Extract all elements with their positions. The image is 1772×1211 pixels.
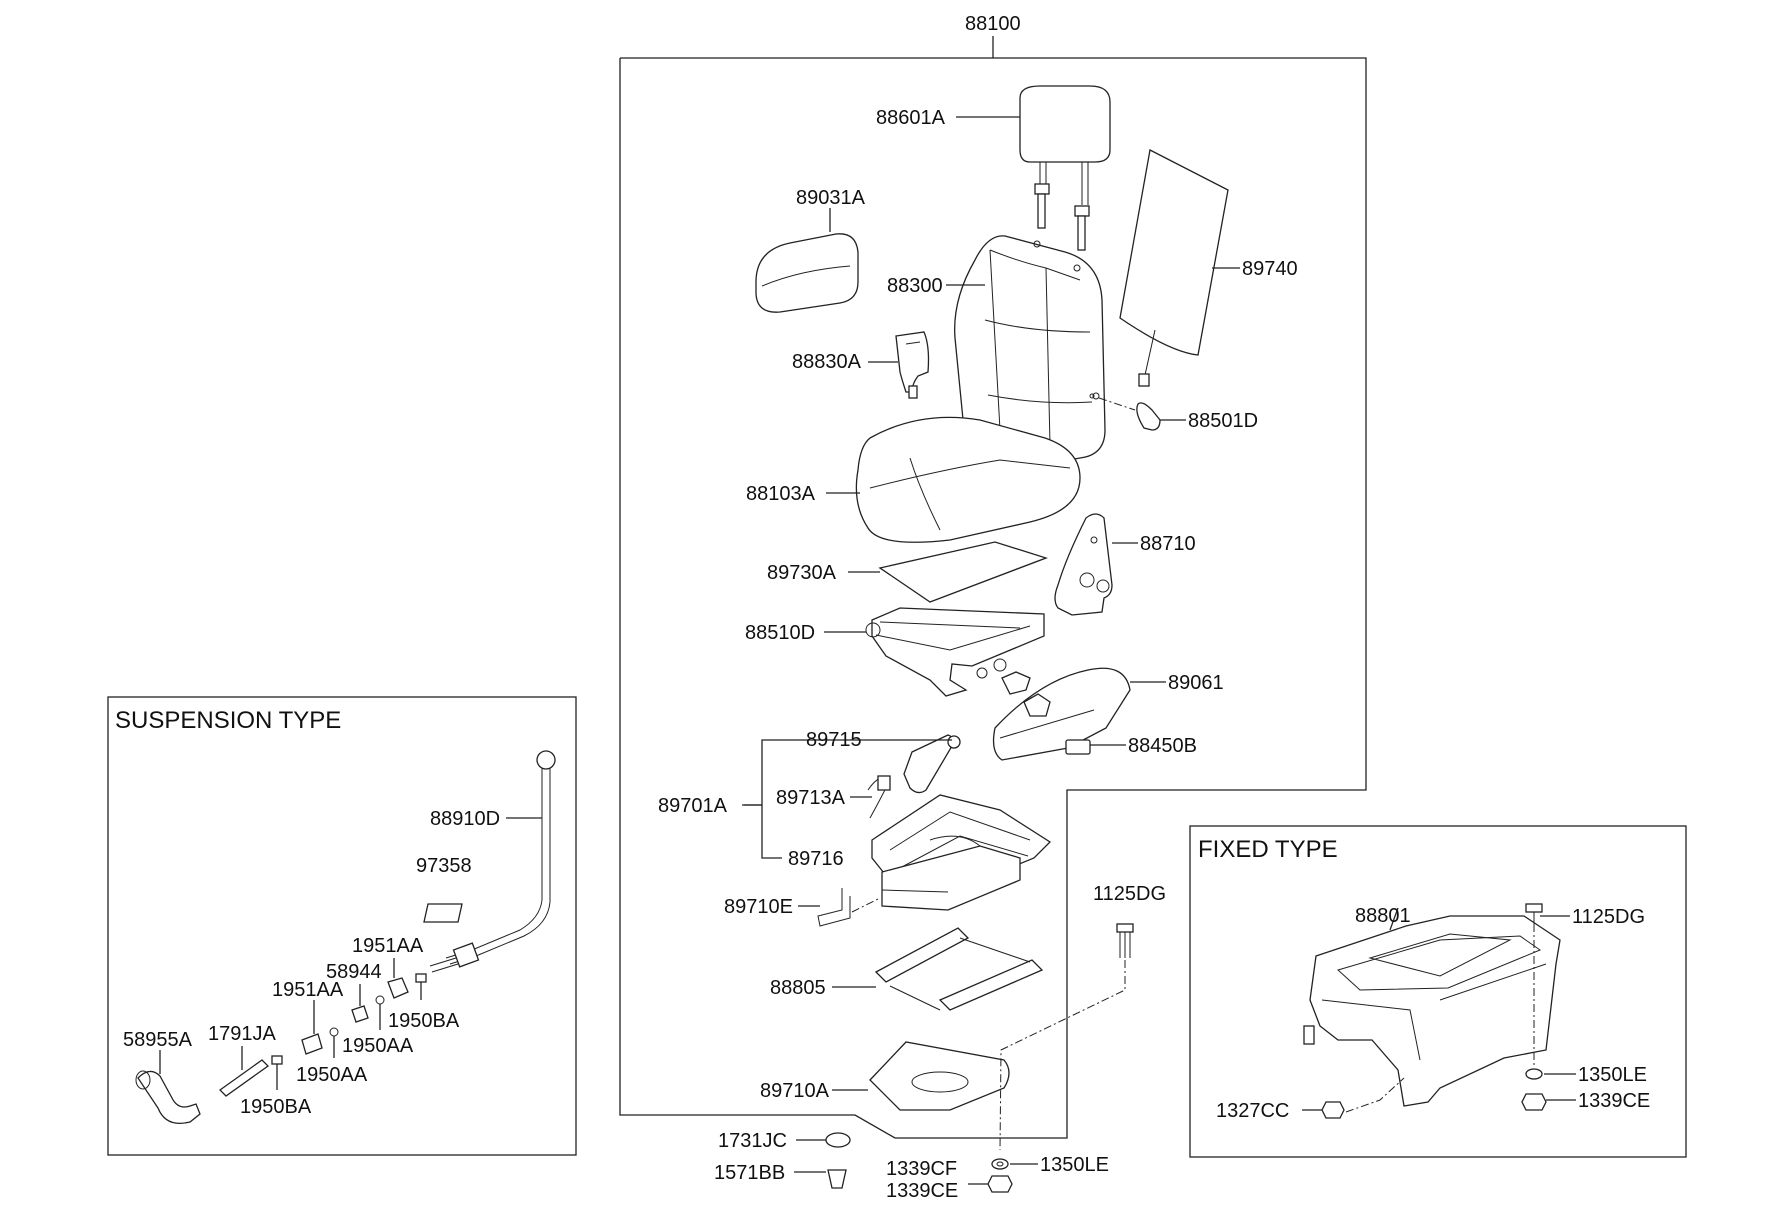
part-label-1125DG-fixed: 1125DG (1572, 906, 1645, 928)
mounting-plate-drawing (869, 1041, 1010, 1111)
part-label-88910D: 88910D (430, 808, 500, 830)
part-label-89710A: 89710A (760, 1080, 830, 1102)
part-label-88501D: 88501D (1188, 410, 1258, 432)
part-label-88450B: 88450B (1128, 735, 1197, 757)
elbow-58955A-drawing (135, 1070, 201, 1125)
fitting-58944-drawing (351, 1005, 369, 1023)
part-label-1571BB: 1571BB (714, 1162, 785, 1184)
nut-fixed-drawing (1521, 1093, 1547, 1111)
part-label-58944: 58944 (326, 961, 382, 983)
part-label-97358: 97358 (416, 855, 472, 877)
part-label-88300: 88300 (887, 275, 943, 297)
tube-1791JA-drawing (218, 1059, 270, 1097)
part-label-89031A: 89031A (796, 187, 866, 209)
section-title-fixed: FIXED TYPE (1198, 836, 1338, 863)
seat-cushion-drawing (855, 416, 1081, 543)
label-plate-drawing (423, 903, 463, 923)
seatbelt-buckle-drawing (895, 331, 930, 399)
cap-drawing (1065, 739, 1091, 755)
side-shield-drawing (992, 667, 1131, 761)
part-label-1731JC: 1731JC (718, 1130, 787, 1152)
washer-1350LE-drawing (991, 1158, 1009, 1170)
back-board-drawing (1119, 149, 1229, 387)
fitting-1950BA-upper-drawing (415, 973, 427, 983)
part-label-1339CE-fixed: 1339CE (1578, 1090, 1650, 1112)
washer-fixed-drawing (1525, 1068, 1543, 1080)
fitting-1950BA-lower-drawing (271, 1055, 283, 1065)
fixed-base-drawing (1303, 915, 1561, 1113)
part-label-58955A: 58955A (123, 1029, 193, 1051)
part-label-89715: 89715 (806, 729, 862, 751)
part-label-88830A: 88830A (792, 351, 862, 373)
plug-1571BB-drawing (827, 1169, 847, 1189)
part-label-1950BA-lower: 1950BA (240, 1096, 312, 1118)
part-label-89740: 89740 (1242, 258, 1298, 280)
part-label-1339CF: 1339CF (886, 1158, 957, 1180)
cable-drawing (867, 775, 891, 819)
bolt-fixed-drawing (1525, 903, 1543, 930)
seatback-drawing (954, 235, 1106, 473)
clip-bracket-drawing (817, 888, 881, 927)
part-label-88510D: 88510D (745, 622, 815, 644)
main-assembly-frame (619, 36, 1367, 1139)
part-label-88801: 88801 (1355, 905, 1411, 927)
armrest-drawing (755, 233, 859, 313)
recliner-lever-drawing (1092, 392, 1161, 431)
part-label-89713A: 89713A (776, 787, 846, 809)
part-label-88103A: 88103A (746, 483, 816, 505)
part-label-1350LE-main: 1350LE (1040, 1154, 1109, 1176)
part-label-89701A: 89701A (658, 795, 728, 817)
part-label-88601A: 88601A (876, 107, 946, 129)
part-label-1791JA: 1791JA (208, 1023, 276, 1045)
part-label-1950BA-upper: 1950BA (388, 1010, 460, 1032)
nut-1339CE-drawing (987, 1175, 1013, 1193)
nut-1327CC-drawing (1321, 1101, 1345, 1119)
section-title-suspension: SUSPENSION TYPE (115, 707, 341, 734)
suspension-type-panel (107, 696, 577, 1156)
gas-spring-drawing (903, 734, 961, 794)
fitting-1951AA-lower-drawing (301, 1033, 323, 1055)
grommet-1731JC-drawing (825, 1132, 851, 1148)
part-label-1125DG-main: 1125DG (1093, 883, 1166, 905)
part-label-1339CE-main: 1339CE (886, 1180, 958, 1202)
part-label-89730A: 89730A (767, 562, 837, 584)
part-label-89716: 89716 (788, 848, 844, 870)
cushion-frame-drawing (865, 607, 1045, 697)
bottom-lower-frame-drawing (881, 845, 1021, 911)
part-label-88100: 88100 (965, 13, 1021, 35)
part-label-88710: 88710 (1140, 533, 1196, 555)
part-label-1327CC: 1327CC (1216, 1100, 1289, 1122)
oring-1950AA-upper-drawing (375, 995, 385, 1005)
part-label-1951AA-lower: 1951AA (272, 979, 344, 1001)
headrest-drawing (1019, 85, 1111, 251)
part-label-1950AA-upper: 1950AA (342, 1035, 414, 1057)
part-label-89710E: 89710E (724, 896, 793, 918)
part-label-1950AA-lower: 1950AA (296, 1064, 368, 1086)
part-label-88805: 88805 (770, 977, 826, 999)
part-label-1951AA-upper: 1951AA (352, 935, 424, 957)
fixed-type-panel (1189, 825, 1687, 1158)
oring-1950AA-lower-drawing (329, 1027, 339, 1037)
recliner-hinge-drawing (1054, 513, 1113, 616)
part-label-1350LE-fixed: 1350LE (1578, 1064, 1647, 1086)
seat-pad-drawing (878, 541, 1048, 603)
fitting-1951AA-upper-drawing (387, 977, 409, 999)
part-label-89061: 89061 (1168, 672, 1224, 694)
hose-88910D-drawing (429, 750, 556, 973)
bolt-main-drawing (999, 923, 1134, 1151)
seat-rail-drawing (874, 927, 1044, 1011)
